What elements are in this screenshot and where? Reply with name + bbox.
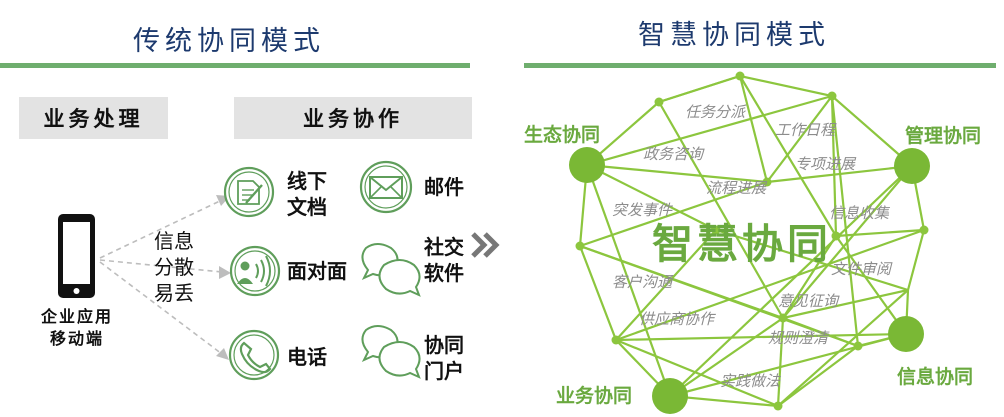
phone-label-line1: 企业应用 [40, 307, 113, 326]
business-processing-label: 业务处理 [43, 107, 144, 131]
mesh-label: 规则澄清 [768, 329, 829, 347]
mesh-label: 流程进展 [706, 179, 767, 197]
channel-telephone: 电话 [287, 344, 327, 370]
scatter-line3: 易丢 [154, 281, 194, 305]
chat-bubbles-icon [361, 325, 421, 379]
channel-label-line1: 社交 [424, 235, 464, 259]
chat-bubbles-icon [361, 243, 421, 297]
channel-label-line1: 邮件 [424, 175, 464, 199]
mobile-phone-icon [58, 214, 95, 298]
channel-label-line2: 文档 [287, 195, 327, 219]
mesh-label: 政务咨询 [643, 145, 704, 163]
smart-collaboration-center-label: 智慧协同 [652, 220, 832, 268]
dashed-arrows [99, 199, 223, 355]
channel-social-software: 社交 软件 [424, 234, 464, 286]
node-label-information: 信息协同 [897, 366, 974, 388]
channel-label-line1: 线下 [287, 169, 327, 193]
hub-information [888, 316, 924, 352]
channel-label-line2: 门户 [424, 359, 464, 383]
scatter-text: 信息 分散 易丢 [154, 228, 194, 306]
left-title-rule [0, 63, 470, 68]
face-to-face-icon [229, 245, 281, 297]
mesh-junctions [575, 71, 929, 411]
double-chevron-icon [471, 232, 500, 258]
channel-label-line1: 面对面 [287, 259, 347, 283]
phone-label-line2: 移动端 [49, 329, 104, 348]
channel-face-to-face: 面对面 [287, 258, 347, 284]
scatter-line2: 分散 [154, 255, 194, 279]
mesh-label: 专项进展 [795, 155, 856, 173]
node-label-ecology: 生态协同 [524, 124, 601, 146]
traditional-mode-graphics [58, 160, 500, 381]
collaboration-hubs [569, 147, 930, 414]
phone-label: 企业应用 移动端 [22, 306, 132, 350]
node-label-business: 业务协同 [556, 385, 633, 407]
smart-mode-title: 智慧协同模式 [638, 20, 830, 51]
hub-ecology [569, 147, 605, 183]
business-processing-box: 业务处理 [19, 97, 168, 139]
channel-label-line1: 电话 [287, 345, 327, 369]
mesh-label: 文件审阅 [831, 260, 892, 278]
channel-offline-docs: 线下 文档 [287, 168, 327, 220]
phone-icon [228, 329, 280, 381]
traditional-mode-title: 传统协同模式 [133, 26, 325, 57]
mesh-label: 信息收集 [829, 204, 890, 222]
channel-email: 邮件 [424, 174, 464, 200]
channel-portal: 协同 门户 [424, 332, 464, 384]
channel-label-line1: 协同 [424, 333, 464, 357]
mesh-label: 突发事件 [612, 201, 673, 219]
hub-management [894, 148, 930, 184]
channel-label-line2: 软件 [424, 261, 464, 285]
mesh-label: 任务分派 [685, 103, 746, 121]
mesh-label: 意见征询 [778, 292, 839, 310]
business-collaboration-box: 业务协作 [234, 97, 472, 139]
document-icon [223, 166, 275, 218]
smart-network [569, 71, 930, 414]
network-mesh [578, 74, 926, 408]
mesh-label: 工作日程 [775, 121, 836, 139]
node-label-management: 管理协同 [905, 125, 982, 147]
right-title-rule [524, 63, 996, 68]
mail-icon [359, 160, 413, 214]
scatter-line1: 信息 [154, 229, 194, 253]
business-collaboration-label: 业务协作 [303, 107, 403, 131]
hub-business [652, 378, 688, 414]
mesh-label: 实践做法 [720, 372, 781, 390]
mesh-label: 客户沟通 [612, 273, 673, 291]
mesh-label: 供应商协作 [639, 310, 715, 328]
